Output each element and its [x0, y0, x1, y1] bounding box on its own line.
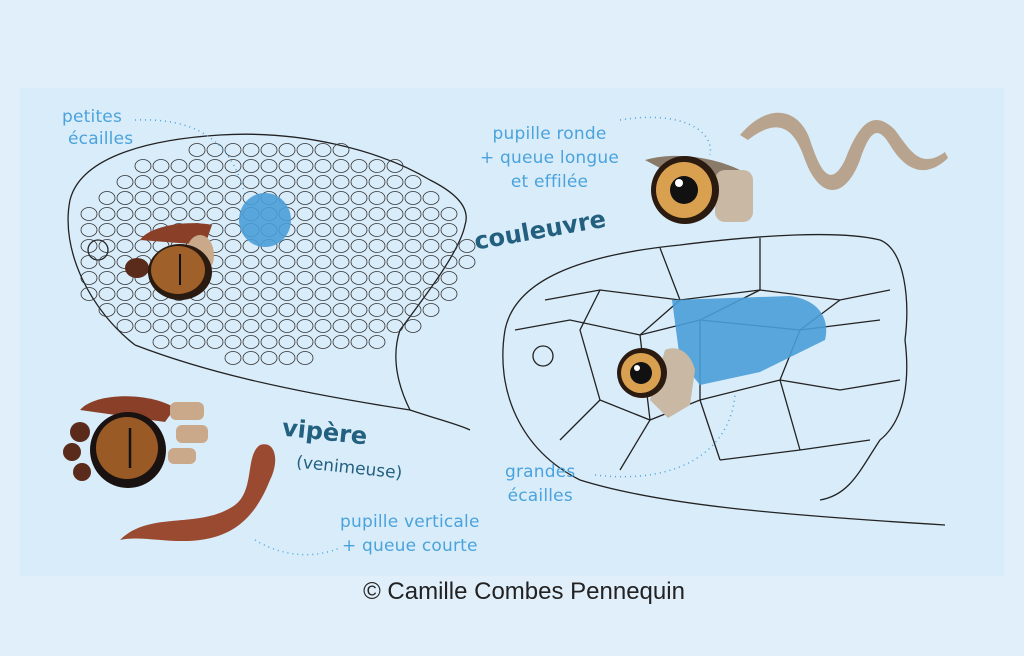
label-round-pupil: pupille ronde + queue longue et effilée [480, 124, 620, 192]
viper-highlight [239, 193, 291, 247]
grass-snake-highlight [672, 296, 827, 385]
grass-snake-tail-icon [740, 112, 948, 190]
label-vertical-pupil: pupille verticale + queue courte [340, 512, 480, 556]
viper-scales: (function(){var g=document.currentScript… [80, 143, 476, 365]
grass-snake-eye-closeup-icon [645, 155, 753, 224]
grass-snake-eye-icon [617, 348, 695, 418]
image-credit: © Camille Combes Pennequin [363, 578, 685, 605]
label-large-scales: grandes écailles [505, 462, 576, 506]
label-small-scales: petites écailles [62, 107, 134, 149]
leader-lines [134, 116, 736, 556]
viper-head-outline [67, 133, 471, 431]
viper-tail-icon [120, 444, 276, 542]
viper-eye-icon [125, 223, 214, 300]
viper-eye-closeup-icon [63, 396, 208, 488]
